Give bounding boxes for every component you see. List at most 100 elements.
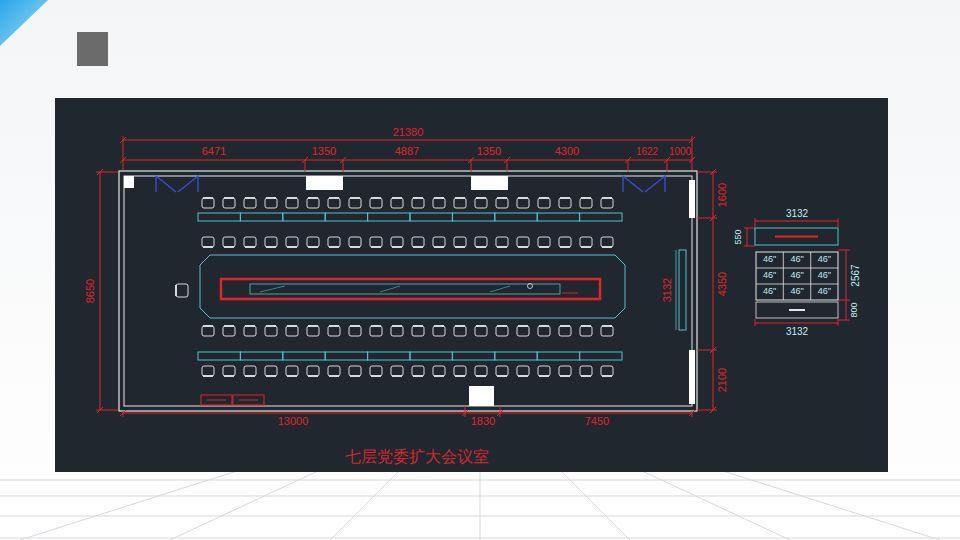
chair-back bbox=[602, 246, 612, 248]
elevation-header-box bbox=[755, 228, 838, 245]
chair-symbol bbox=[223, 326, 235, 336]
chair-back bbox=[308, 375, 318, 377]
chair-back bbox=[413, 197, 423, 199]
column bbox=[124, 176, 134, 188]
grid-line bbox=[756, 284, 838, 285]
chair-symbol bbox=[580, 237, 592, 247]
column bbox=[306, 176, 343, 190]
drawing-title: 七层党委扩大会议室 bbox=[345, 448, 489, 466]
chair-symbol bbox=[412, 198, 424, 208]
desk bbox=[283, 213, 325, 221]
chair-symbol bbox=[475, 237, 487, 247]
dimension-text: 3132 bbox=[661, 278, 673, 302]
chair-back bbox=[371, 375, 381, 377]
desk bbox=[580, 352, 622, 360]
chair-back bbox=[581, 246, 591, 248]
ext-lines bbox=[744, 228, 755, 246]
desk bbox=[410, 213, 452, 221]
chair-back bbox=[455, 197, 465, 199]
cad-panel bbox=[55, 98, 888, 472]
desk bbox=[495, 213, 537, 221]
chair-symbol bbox=[580, 366, 592, 376]
chair-back bbox=[308, 246, 318, 248]
ext-lines bbox=[755, 218, 838, 227]
chair-back bbox=[371, 246, 381, 248]
chair-symbol bbox=[223, 237, 235, 247]
chair-symbol bbox=[328, 237, 340, 247]
dimension-text: 1350 bbox=[312, 145, 336, 157]
chair-symbol bbox=[559, 326, 571, 336]
desk bbox=[325, 213, 367, 221]
chair-back bbox=[287, 197, 297, 199]
dimension-text: 6471 bbox=[202, 145, 226, 157]
chair-symbol bbox=[454, 326, 466, 336]
chair-symbol bbox=[433, 198, 445, 208]
chair-symbol bbox=[538, 326, 550, 336]
dimension-text: 1830 bbox=[471, 415, 495, 427]
chair-back bbox=[308, 325, 318, 327]
dimension-text: 46" bbox=[790, 255, 803, 265]
chair-back bbox=[266, 375, 276, 377]
chair-back bbox=[350, 375, 360, 377]
chair-symbol bbox=[286, 366, 298, 376]
ext-line bbox=[123, 136, 124, 170]
chair-back bbox=[455, 246, 465, 248]
dimension-text: 4300 bbox=[555, 145, 579, 157]
dim-line bbox=[755, 323, 838, 324]
dim-line bbox=[123, 160, 692, 161]
chair-back bbox=[413, 375, 423, 377]
chair-symbol bbox=[349, 366, 361, 376]
dimension-text: 3132 bbox=[786, 326, 808, 337]
chair-back bbox=[392, 375, 402, 377]
podium-chair-back bbox=[175, 285, 177, 296]
chair-back bbox=[329, 246, 339, 248]
screen-line bbox=[676, 250, 677, 330]
chair-back bbox=[308, 197, 318, 199]
chair-symbol bbox=[454, 237, 466, 247]
equipment-boxes bbox=[201, 395, 264, 405]
chair-symbol bbox=[265, 326, 277, 336]
chair-symbol bbox=[412, 366, 424, 376]
chair-symbol bbox=[202, 237, 214, 247]
grid-line bbox=[810, 252, 811, 300]
door-swing bbox=[623, 176, 665, 192]
chair-back bbox=[329, 197, 339, 199]
cabinet-box bbox=[756, 302, 838, 318]
chair-symbol bbox=[244, 366, 256, 376]
chair-back bbox=[266, 197, 276, 199]
dimension-text: 4887 bbox=[395, 145, 419, 157]
dimension-text: 550 bbox=[734, 229, 744, 244]
desk bbox=[495, 352, 537, 360]
dim-line bbox=[713, 172, 714, 410]
chair-back bbox=[497, 325, 507, 327]
chair-back bbox=[392, 246, 402, 248]
video-wall bbox=[756, 252, 838, 300]
desk bbox=[368, 213, 410, 221]
chair-back bbox=[224, 197, 234, 199]
chair-symbol bbox=[223, 198, 235, 208]
elevation-header-mark bbox=[775, 236, 818, 238]
chair-back bbox=[497, 246, 507, 248]
chair-symbol bbox=[475, 366, 487, 376]
dim-line bbox=[747, 228, 748, 246]
chair-symbol bbox=[328, 198, 340, 208]
chair-symbol bbox=[538, 366, 550, 376]
desk bbox=[240, 213, 282, 221]
chair-back bbox=[371, 325, 381, 327]
chair-back bbox=[203, 375, 213, 377]
chair-back bbox=[203, 325, 213, 327]
desk bbox=[580, 213, 622, 221]
ext-lines bbox=[305, 160, 667, 172]
door-swings bbox=[156, 176, 665, 192]
chair-symbol bbox=[601, 198, 613, 208]
chair-back bbox=[434, 375, 444, 377]
chair-symbol bbox=[307, 326, 319, 336]
dimension-text: 13000 bbox=[278, 415, 309, 427]
chair-symbol bbox=[538, 237, 550, 247]
chair-symbol bbox=[244, 198, 256, 208]
chair-back bbox=[476, 197, 486, 199]
chair-back bbox=[497, 375, 507, 377]
chair-symbol bbox=[454, 366, 466, 376]
